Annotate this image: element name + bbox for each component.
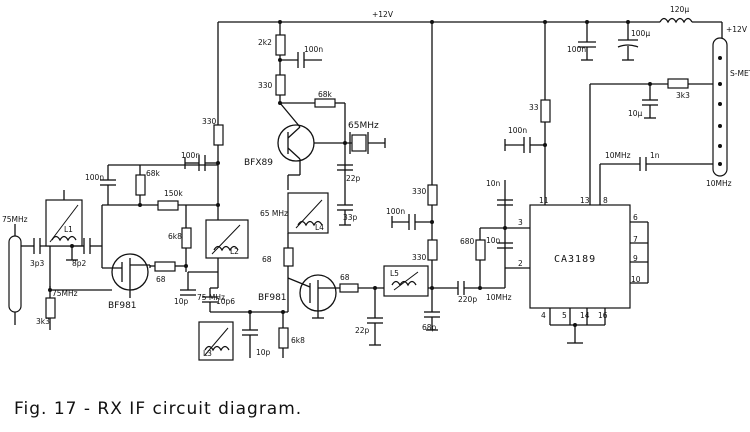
q1-freq: 75MHz: [52, 289, 78, 298]
ic-name: CA3189: [554, 254, 596, 265]
res-33: 33: [529, 103, 539, 112]
supply-rail: +12V 120µ +12V: [218, 5, 748, 38]
cap-68p: 68p: [422, 323, 437, 332]
l1-label: L1: [64, 225, 73, 234]
pin-3: 3: [518, 218, 523, 227]
cap-10p-b: 10p: [256, 348, 271, 357]
res-330c: 330: [412, 187, 427, 196]
right-freq: 10MHz: [706, 179, 732, 188]
input-stage: 68 6k8 BF981 150k 68k 100n 75MHz: [49, 164, 218, 311]
cap-3p3: 3p3: [30, 259, 45, 268]
ic-out-freq: 10MHz: [605, 151, 631, 160]
cap-22p-b: 22p: [355, 326, 370, 335]
res-330a: 330: [258, 81, 273, 90]
res-150k: 150k: [164, 189, 183, 198]
res-330b: 330: [202, 117, 217, 126]
input-filter: 75MHz 3p3 L1 8p2 3k3: [2, 190, 102, 330]
pin-14: 14: [580, 311, 590, 320]
pin-6: 6: [633, 213, 638, 222]
res-2k2: 2k2: [258, 38, 272, 47]
cap-10p6: 10p6: [216, 297, 235, 306]
l5-stage: 330 330 100n 680 L5 220p 10MHz 2: [355, 22, 512, 346]
choke-label: 120µ: [670, 5, 689, 14]
res-68a: 68: [262, 255, 272, 264]
junctions: [48, 20, 652, 327]
smeter-label: S-METER: [730, 69, 750, 78]
mixer-stage: 68 BF981: [258, 273, 359, 319]
l4-label: L4: [315, 223, 324, 232]
mid-freq: 75 MHz: [197, 293, 225, 302]
pin-2: 2: [518, 259, 523, 268]
cap-100n-rail: 100n: [567, 45, 586, 54]
l5-label: L5: [390, 269, 399, 278]
cap-220p: 220p: [458, 295, 477, 304]
rail-label: +12V: [372, 10, 394, 19]
pin-16: 16: [598, 311, 608, 320]
cap-100n-in: 100n: [85, 173, 104, 182]
pin-10: 10: [631, 275, 641, 284]
res-68k-b: 68k: [146, 169, 161, 178]
stage1-supply: 330 100n L2 10p 10p6 75 MHz 10p 6k8: [174, 22, 305, 361]
res-330d: 330: [412, 253, 427, 262]
cap-8p2: 8p2: [72, 259, 87, 268]
q2-label: BFX89: [244, 158, 273, 168]
cap-100n-ic: 100n: [508, 126, 527, 135]
cap-1n: 1n: [650, 151, 660, 160]
cap-10n-a: 10n: [486, 179, 501, 188]
pin-5: 5: [562, 311, 567, 320]
osc-freq: 65MHz: [348, 121, 379, 131]
res-6k8b: 6k8: [291, 336, 305, 345]
res-68c: 68: [340, 273, 350, 282]
figure-caption: Fig. 17 - RX IF circuit diagram.: [14, 399, 302, 419]
pin-7: 7: [633, 235, 638, 244]
l4-freq: 65 MHz: [260, 209, 288, 218]
res-6k8a: 6k8: [168, 232, 182, 241]
cap-22p-a: 22p: [346, 174, 361, 183]
res-3k3b: 3k3: [676, 91, 690, 100]
cap-10n-b: 10n: [486, 236, 501, 245]
input-freq: 75MHz: [2, 215, 28, 224]
cap-10p-a: 10p: [174, 297, 189, 306]
cap-100n-s1: 100n: [181, 151, 200, 160]
right-connector: S-METER 3k3 10µ 1n 10MHz 10MHz: [590, 37, 750, 188]
res-68k: 68k: [318, 90, 333, 99]
cap-100n-osc: 100n: [304, 45, 323, 54]
oscillator-stage: 2k2 330 100n 68k BFX89 65MHz 22p: [244, 22, 386, 278]
cap-100n-l5: 100n: [386, 207, 405, 216]
rail-decoupling: 100n 100µ: [567, 22, 650, 61]
pin-4: 4: [541, 311, 546, 320]
cap-10u: 10µ: [628, 109, 643, 118]
pin-9: 9: [633, 254, 638, 263]
res-3k3a: 3k3: [36, 317, 50, 326]
q3-label: BF981: [258, 293, 287, 303]
res-68b: 68: [156, 275, 166, 284]
l2-label: L2: [230, 247, 239, 256]
ic-ca3189: CA3189 33 11 13 8 100n 3 2 10n 10n: [486, 22, 649, 344]
pin-11: 11: [539, 196, 549, 205]
out-freq: 10MHz: [486, 293, 512, 302]
pin-13: 13: [580, 196, 590, 205]
q1-label: BF981: [108, 301, 137, 311]
res-680: 680: [460, 237, 475, 246]
plus12-label: +12V: [726, 25, 748, 34]
l3-label: L3: [203, 349, 212, 358]
cap-33p: 33p: [343, 213, 358, 222]
pin-8: 8: [603, 196, 608, 205]
cap-100u: 100µ: [631, 29, 650, 38]
